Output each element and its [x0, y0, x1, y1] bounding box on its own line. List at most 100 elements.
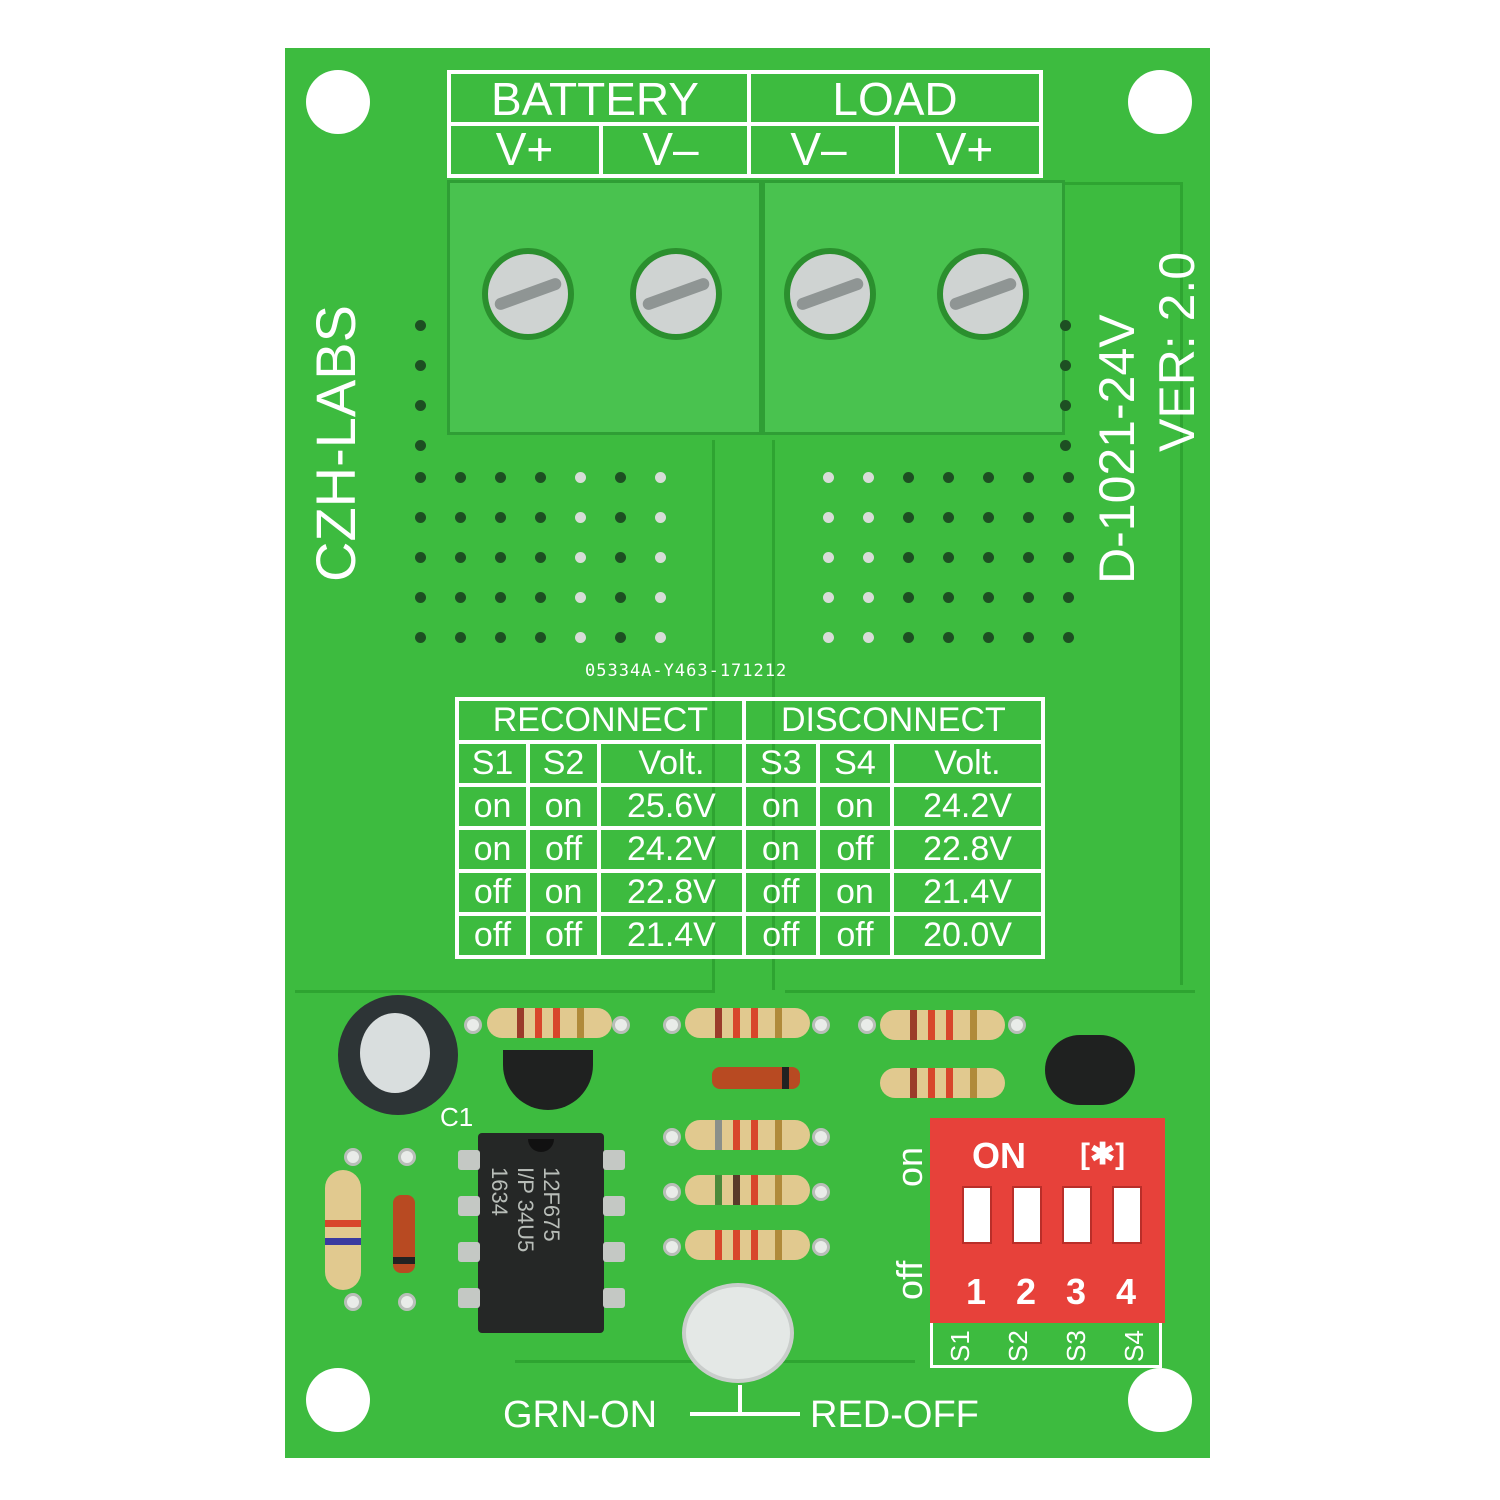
via-hole: [863, 552, 874, 563]
switch-label-s2: S2: [1003, 1330, 1033, 1362]
via-hole: [535, 592, 546, 603]
via-hole: [415, 512, 426, 523]
terminal-label-4: V+: [935, 123, 994, 175]
dip-side-off-label: off: [889, 1260, 930, 1300]
dip-on-label: ON: [972, 1135, 1026, 1176]
via-hole: [615, 512, 626, 523]
dip-toggle-3[interactable]: [1062, 1186, 1092, 1244]
led-label-divider: [690, 1412, 800, 1416]
table-row: off off 21.4V off off 20.0V: [454, 912, 1046, 959]
via-hole: [455, 592, 466, 603]
table-row: on on 25.6V on on 24.2V: [454, 783, 1046, 830]
table-cell: on: [741, 826, 820, 873]
switch-label-s3: S3: [1061, 1330, 1091, 1362]
mounting-hole-bottom-right: [1128, 1368, 1192, 1432]
dip-number-4: 4: [1116, 1271, 1137, 1312]
table-cell: 21.4V: [889, 869, 1046, 916]
via-hole: [943, 472, 954, 483]
table-cell: off: [741, 869, 820, 916]
via-hole: [495, 512, 506, 523]
dip-switch[interactable]: ON [✱] 1 2 3 4: [930, 1118, 1165, 1323]
via-hole: [1023, 512, 1034, 523]
dip-label-grid: [930, 1323, 1162, 1368]
via-hole: [575, 472, 586, 483]
via-hole: [1060, 400, 1071, 411]
trace-top-right: [1060, 182, 1183, 985]
serial-number: 05334A-Y463-171212: [585, 661, 788, 681]
table-cell: on: [454, 826, 531, 873]
via-hole: [615, 472, 626, 483]
via-hole: [575, 512, 586, 523]
ic-pin: [603, 1150, 625, 1170]
dip-number-2: 2: [1016, 1271, 1037, 1312]
via-hole: [655, 472, 666, 483]
microcontroller-chip: 12F675 I/P 34U5 1634: [478, 1133, 604, 1333]
dip-toggle-4[interactable]: [1112, 1186, 1142, 1244]
capacitor-label: C1: [440, 1102, 474, 1132]
switch-label-s1: S1: [945, 1330, 975, 1362]
table-cell: on: [741, 783, 820, 830]
table-cell: off: [454, 912, 531, 959]
voltage-setting-table: RECONNECT DISCONNECT S1 S2 Volt. S3 S4 V…: [454, 697, 1046, 959]
resistor: [685, 1120, 810, 1150]
version-label: VER: 2.0: [1149, 251, 1205, 452]
solder-pad: [398, 1293, 416, 1311]
terminal-label-grid: [447, 70, 1043, 178]
table-cell: 22.8V: [597, 869, 746, 916]
brand-label: CZH-LABS: [304, 305, 367, 582]
ic-pin: [458, 1242, 480, 1262]
table-cell: 24.2V: [889, 783, 1046, 830]
table-cell: off: [526, 826, 602, 873]
trace-left: [295, 990, 715, 993]
transistor: [1045, 1035, 1135, 1105]
ic-pin: [603, 1242, 625, 1262]
ic-pin: [458, 1196, 480, 1216]
via-hole: [615, 632, 626, 643]
via-hole: [1023, 552, 1034, 563]
dip-toggle-2[interactable]: [1012, 1186, 1042, 1244]
via-hole: [575, 552, 586, 563]
via-hole: [615, 552, 626, 563]
ic-marking-line-3: 1634: [487, 1167, 512, 1216]
via-hole: [655, 512, 666, 523]
resistor: [880, 1010, 1005, 1040]
via-hole: [495, 592, 506, 603]
led-label-divider-stem: [738, 1385, 742, 1413]
via-hole: [943, 592, 954, 603]
via-hole: [535, 512, 546, 523]
via-hole: [983, 552, 994, 563]
table-cell: off: [815, 826, 894, 873]
table-cell: on: [526, 783, 602, 830]
table-header: S4: [815, 740, 894, 787]
via-hole: [823, 472, 834, 483]
led-red-label: RED-OFF: [810, 1394, 979, 1436]
via-hole: [455, 632, 466, 643]
via-hole: [415, 592, 426, 603]
terminal-label-1: V+: [495, 123, 554, 175]
table-cell: off: [526, 912, 602, 959]
table-cell: 25.6V: [597, 783, 746, 830]
via-hole: [415, 400, 426, 411]
led-green-label: GRN-ON: [503, 1394, 658, 1436]
solder-pad: [344, 1148, 362, 1166]
via-hole: [863, 632, 874, 643]
via-hole: [943, 552, 954, 563]
via-hole: [1063, 552, 1074, 563]
via-hole: [823, 632, 834, 643]
via-hole: [1063, 472, 1074, 483]
ic-pin: [603, 1288, 625, 1308]
via-hole: [903, 472, 914, 483]
via-hole: [655, 592, 666, 603]
screw-terminal-3: [784, 248, 876, 340]
dip-toggle-1[interactable]: [962, 1186, 992, 1244]
table-row: on off 24.2V on off 22.8V: [454, 826, 1046, 873]
solder-pad: [464, 1016, 482, 1034]
diode-vertical: [393, 1195, 415, 1273]
terminal-label-3: V–: [790, 123, 847, 175]
via-hole: [983, 592, 994, 603]
via-hole: [983, 472, 994, 483]
via-hole: [943, 512, 954, 523]
solder-pad: [663, 1238, 681, 1256]
diode: [712, 1067, 800, 1089]
table-cell: off: [741, 912, 820, 959]
